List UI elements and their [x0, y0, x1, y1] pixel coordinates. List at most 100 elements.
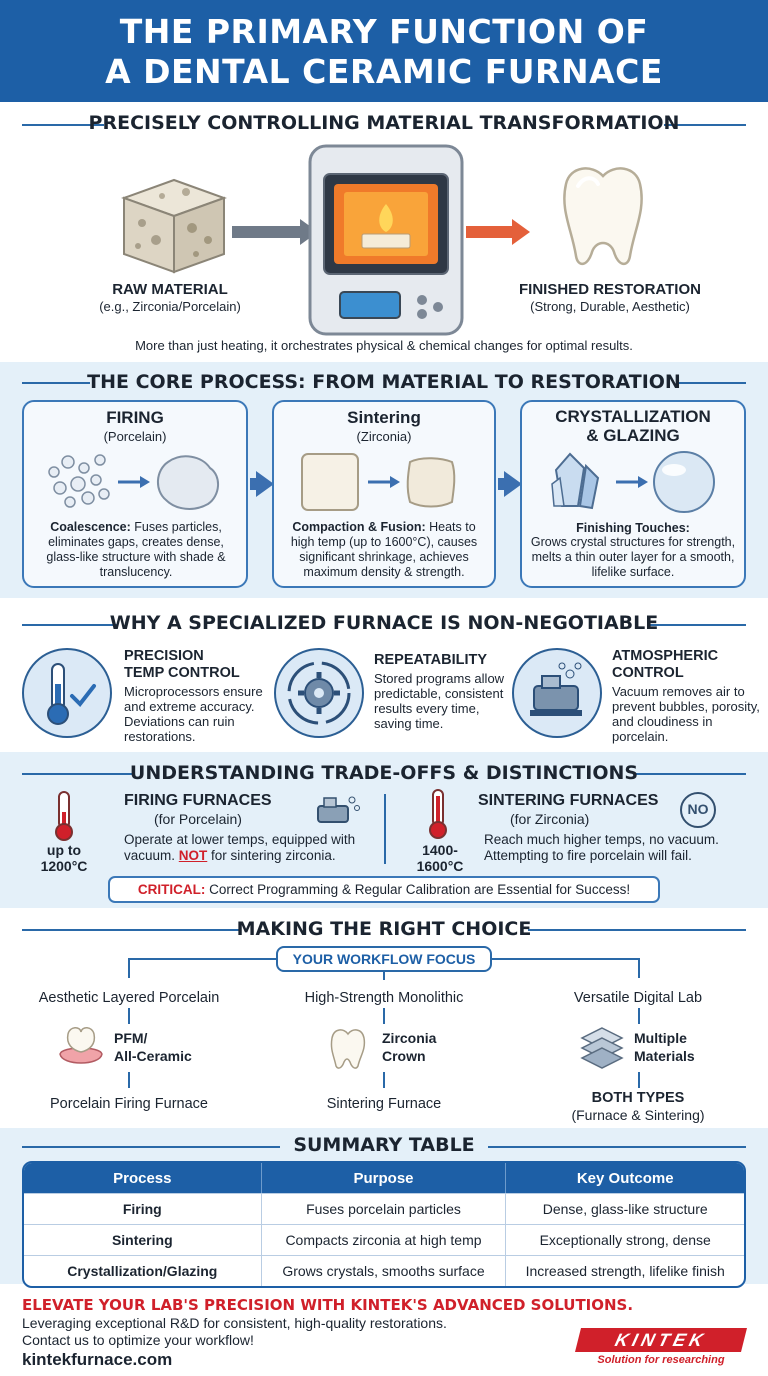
pfm-crown-icon [59, 1027, 103, 1064]
card-text-crystallization: Grows crystal structures for strength, m… [530, 535, 736, 579]
choice-arrow [128, 1008, 130, 1024]
high-thermometer-icon [429, 789, 447, 839]
no-vacuum-icon: NO [680, 792, 716, 828]
divider [22, 382, 90, 384]
feature-title-precision: PRECISION [124, 648, 204, 664]
sintering-furnaces-sub: (for Zirconia) [510, 811, 590, 827]
dental-furnace-icon [308, 144, 464, 336]
firing-temp-1: up to [46, 842, 82, 858]
divider [22, 929, 240, 931]
section-title-tradeoffs: UNDERSTANDING TRADE-OFFS & DISTINCTIONS [129, 762, 639, 784]
divider [650, 624, 746, 626]
header-line-2: A DENTAL CERAMIC FURNACE [105, 52, 663, 91]
choice-mid-pfm: PFM/ [114, 1030, 148, 1046]
section-title-right-choice: MAKING THE RIGHT CHOICE [236, 918, 532, 940]
choice-arrow [638, 1008, 640, 1024]
process-arrow [498, 478, 506, 490]
table-cell: Grows crystals, smooths surface [261, 1255, 507, 1286]
sintering-temp-2: 1600°C [416, 858, 464, 874]
footer-line-2: Contact us to optimize your workflow! [22, 1332, 254, 1348]
feature-title-temp: TEMP CONTROL [124, 665, 240, 681]
feature-text-precision: Microprocessors ensure and extreme accur… [124, 684, 263, 744]
process-arrow-head [504, 471, 522, 497]
process-arrow [250, 478, 258, 490]
table-header: Key Outcome [506, 1163, 744, 1193]
table-cell: Sintering [24, 1224, 262, 1255]
process-arrow-head [256, 471, 274, 497]
table-cell: Increased strength, lifelike finish [506, 1255, 744, 1286]
divider [22, 624, 118, 626]
choice-mid-zirconia: Zirconia [382, 1030, 437, 1046]
feature-title-control: CONTROL [612, 665, 684, 681]
zirconia-crown-icon [330, 1029, 366, 1069]
logo-tagline: Solution for researching [597, 1354, 725, 1366]
transformation-caption: More than just heating, it orchestrates … [135, 338, 633, 353]
choice-result-both-types: BOTH TYPES [591, 1090, 685, 1106]
card-text-sintering: Compaction & Fusion: Heats to high temp … [290, 520, 478, 579]
branch-stem [128, 958, 130, 978]
choice-mid-allceramic: All-Ceramic [114, 1048, 192, 1064]
card-sub-sintering: (Zirconia) [356, 429, 412, 444]
thermometer-icon [22, 648, 112, 738]
branch-stem [638, 958, 640, 978]
choice-head-aesthetic: Aesthetic Layered Porcelain [38, 990, 220, 1006]
card-lead-crystallization: Finishing Touches: [576, 521, 690, 535]
footer-url-link[interactable]: kintekfurnace.com [22, 1350, 173, 1369]
sintering-furnaces-title: SINTERING FURNACES [478, 792, 659, 809]
table-row: Sintering Compacts zirconia at high temp… [24, 1224, 744, 1255]
page-header: THE PRIMARY FUNCTION OF A DENTAL CERAMIC… [0, 0, 768, 102]
section-title-transformation: PRECISELY CONTROLLING MATERIAL TRANSFORM… [88, 112, 680, 134]
tooth-restoration-icon [563, 167, 643, 265]
divider [22, 1146, 280, 1148]
choice-result-sintering-furnace: Sintering Furnace [326, 1096, 442, 1112]
choice-arrow [128, 1072, 130, 1088]
multiple-materials-stack-icon [580, 1027, 624, 1069]
finished-restoration-sub: (Strong, Durable, Aesthetic) [530, 299, 690, 314]
kintek-logo: KINTEK [575, 1328, 747, 1352]
choice-arrow [383, 1008, 385, 1024]
table-cell: Compacts zirconia at high temp [261, 1224, 507, 1255]
table-cell: Fuses porcelain particles [261, 1193, 507, 1224]
arrow-to-restoration [466, 226, 514, 238]
low-thermometer-icon [55, 791, 73, 841]
raw-material-sub: (e.g., Zirconia/Porcelain) [99, 299, 241, 314]
sintering-temp-1: 1400- [422, 842, 458, 858]
card-title-crystallization: CRYSTALLIZATION [555, 407, 711, 426]
critical-note: CRITICAL: Correct Programming & Regular … [108, 876, 660, 903]
footer-line-1: Leveraging exceptional R&D for consisten… [22, 1315, 447, 1331]
feature-title-atmospheric: ATMOSPHERIC [612, 648, 719, 664]
feature-text-repeatability: Stored programs allow predictable, consi… [374, 671, 505, 731]
divider [488, 1146, 746, 1148]
vacuum-pump-small-icon [317, 796, 360, 823]
card-title-glazing: & GLAZING [586, 426, 680, 445]
footer-cta: ELEVATE YOUR LAB'S PRECISION WITH KINTEK… [22, 1296, 634, 1314]
table-row: Crystallization/Glazing Grows crystals, … [24, 1255, 744, 1286]
section-title-specialized: WHY A SPECIALIZED FURNACE IS NON-NEGOTIA… [109, 612, 659, 634]
table-cell: Crystallization/Glazing [24, 1255, 262, 1286]
firing-furnaces-title: FIRING FURNACES [124, 792, 272, 809]
sintering-furnaces-text: Reach much higher temps, no vacuum. Atte… [484, 832, 719, 863]
firing-temp-2: 1200°C [40, 858, 88, 874]
divider [664, 124, 746, 126]
choice-head-monolithic: High-Strength Monolithic [304, 990, 464, 1006]
table-row: Firing Fuses porcelain particles Dense, … [24, 1193, 744, 1224]
choice-result-both-sub: (Furnace & Sintering) [571, 1107, 705, 1123]
table-header: Purpose [261, 1163, 507, 1193]
distinction-divider [384, 794, 386, 864]
card-sub-firing: (Porcelain) [103, 429, 167, 444]
raw-material-label: RAW MATERIAL [112, 281, 228, 298]
divider [676, 382, 746, 384]
choice-result-porcelain-furnace: Porcelain Firing Furnace [50, 1096, 208, 1112]
raw-material-block-icon [121, 178, 227, 274]
choice-arrow [638, 1072, 640, 1088]
feature-title-repeatability: REPEATABILITY [374, 652, 488, 668]
block-shrinkage-icon [301, 453, 456, 511]
choice-mid-multiple: Multiple [634, 1030, 687, 1046]
table-header: Process [24, 1163, 262, 1193]
gear-cycle-icon [274, 648, 364, 738]
header-line-1: THE PRIMARY FUNCTION OF [119, 12, 649, 51]
workflow-focus-badge: YOUR WORKFLOW FOCUS [276, 946, 492, 972]
table-cell: Exceptionally strong, dense [506, 1224, 744, 1255]
choice-head-digital: Versatile Digital Lab [573, 990, 703, 1006]
finished-restoration-label: FINISHED RESTORATION [519, 281, 701, 298]
